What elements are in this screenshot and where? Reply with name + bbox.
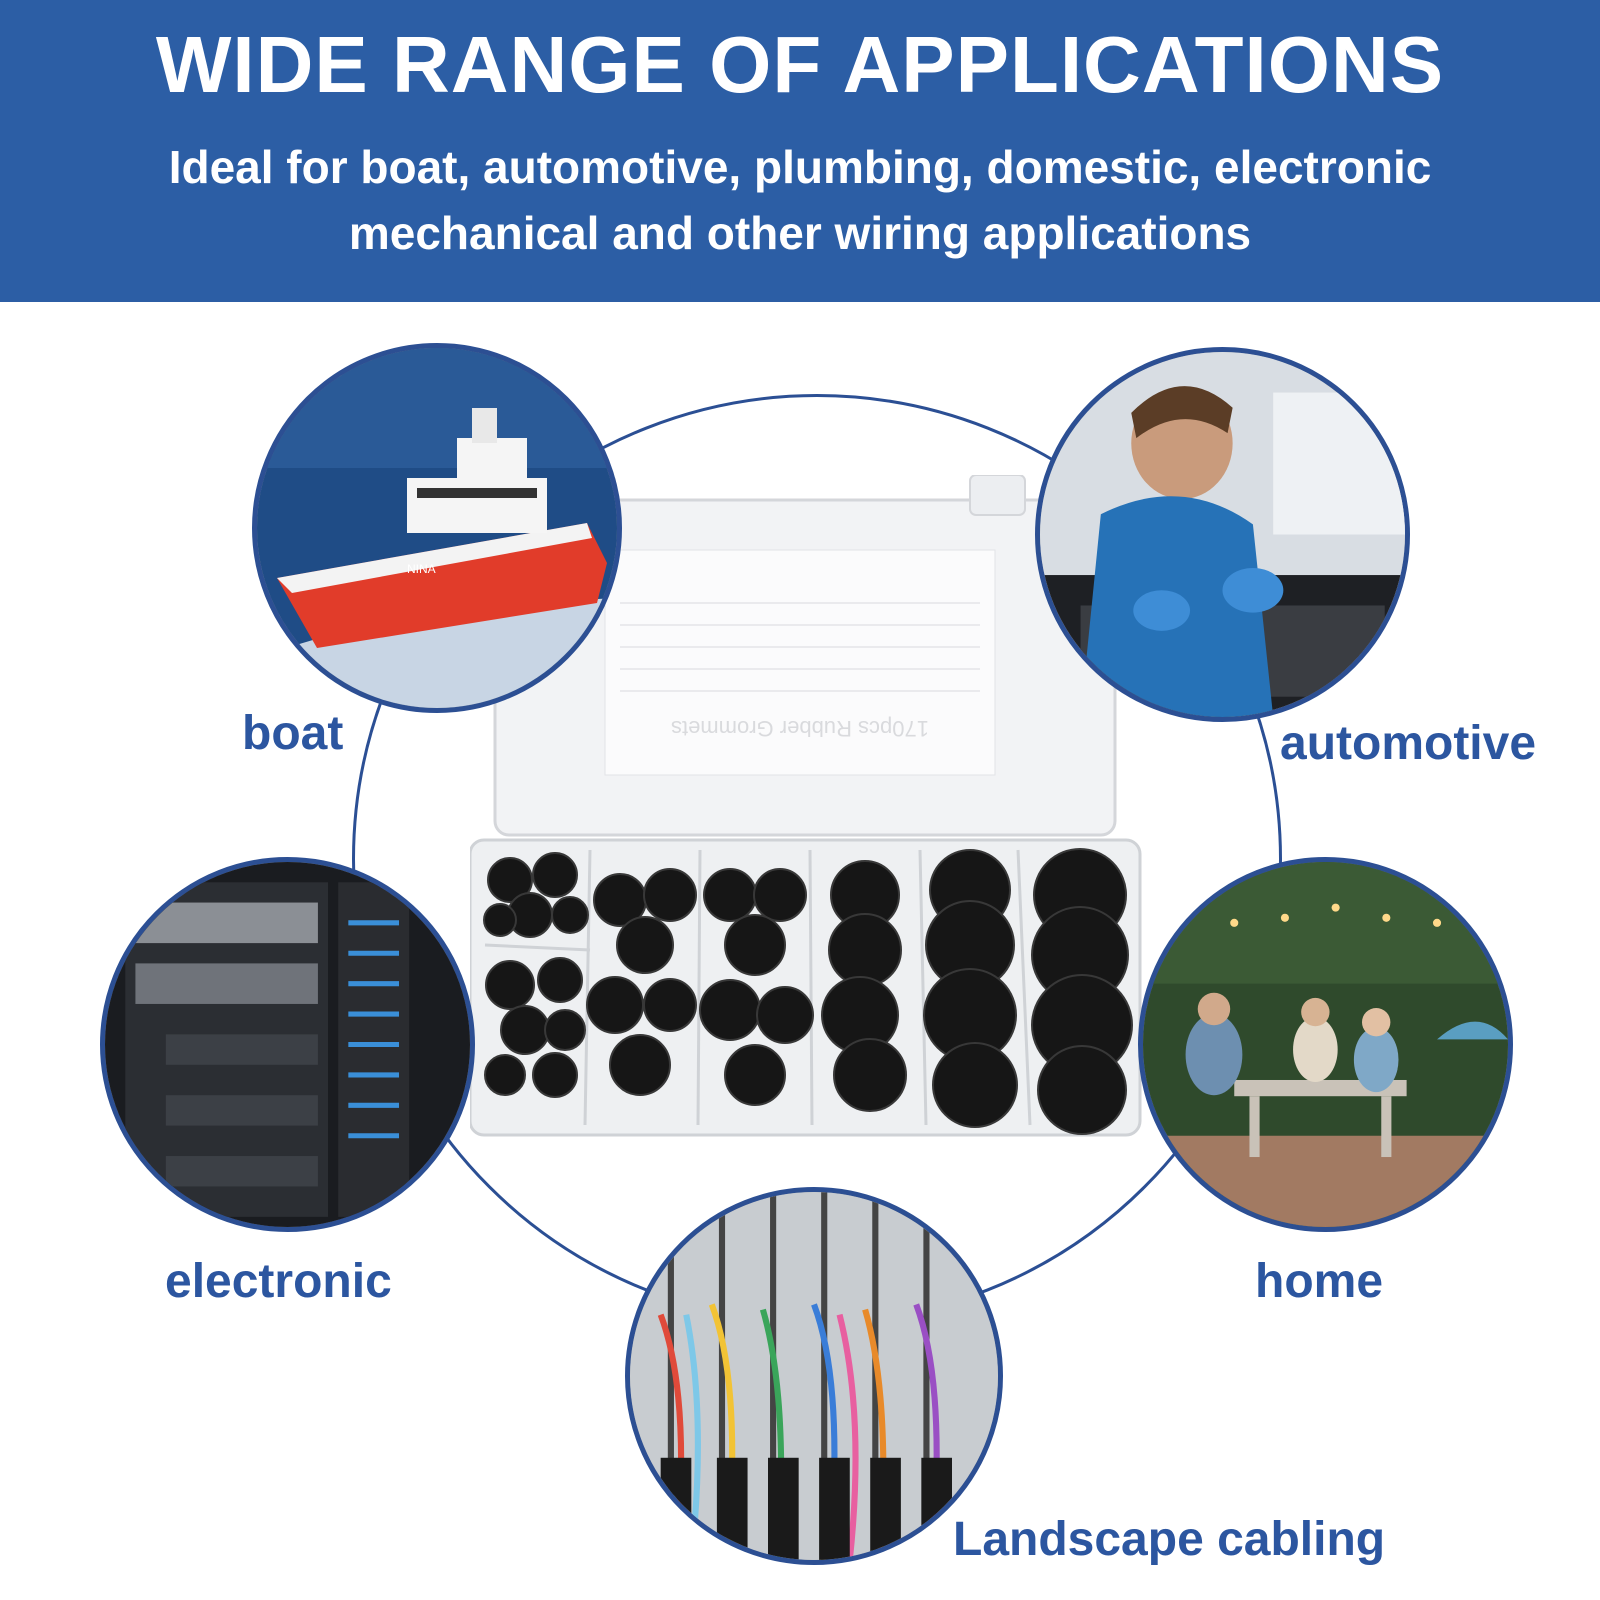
- box-card-text: 170pcs Rubber Grommets: [671, 716, 929, 741]
- boat-illustration: NINA: [257, 348, 617, 708]
- server-rack-illustration: [105, 862, 470, 1227]
- header-banner: WIDE RANGE OF APPLICATIONS Ideal for boa…: [0, 0, 1600, 302]
- label-electronic: electronic: [165, 1255, 392, 1308]
- label-landscape-cabling: Landscape cabling: [953, 1513, 1386, 1566]
- ship-name: NINA: [407, 562, 436, 576]
- label-home: home: [1255, 1255, 1384, 1308]
- subtitle-line-2: mechanical and other wiring applications: [348, 207, 1252, 259]
- electronic-photo: [100, 857, 475, 1232]
- automotive-photo: [1035, 347, 1410, 722]
- label-automotive: automotive: [1280, 717, 1537, 770]
- subtitle-line-1: Ideal for boat, automotive, plumbing, do…: [168, 141, 1432, 193]
- label-boat: boat: [242, 707, 344, 760]
- page-title: WIDE RANGE OF APPLICATIONS: [155, 20, 1445, 109]
- family-dinner-illustration: [1143, 862, 1508, 1227]
- grommet-kit-illustration: 170pcs Rubber Grommets: [470, 475, 1142, 1137]
- cabling-illustration: [630, 1192, 998, 1560]
- home-photo: [1138, 857, 1513, 1232]
- page-subtitle: Ideal for boat, automotive, plumbing, do…: [40, 134, 1560, 266]
- boat-photo: NINA: [252, 343, 622, 713]
- grommet-kit-box-image: 170pcs Rubber Grommets: [470, 475, 1170, 1165]
- landscape-cabling-photo: [625, 1187, 1003, 1565]
- mechanic-illustration: [1040, 352, 1405, 717]
